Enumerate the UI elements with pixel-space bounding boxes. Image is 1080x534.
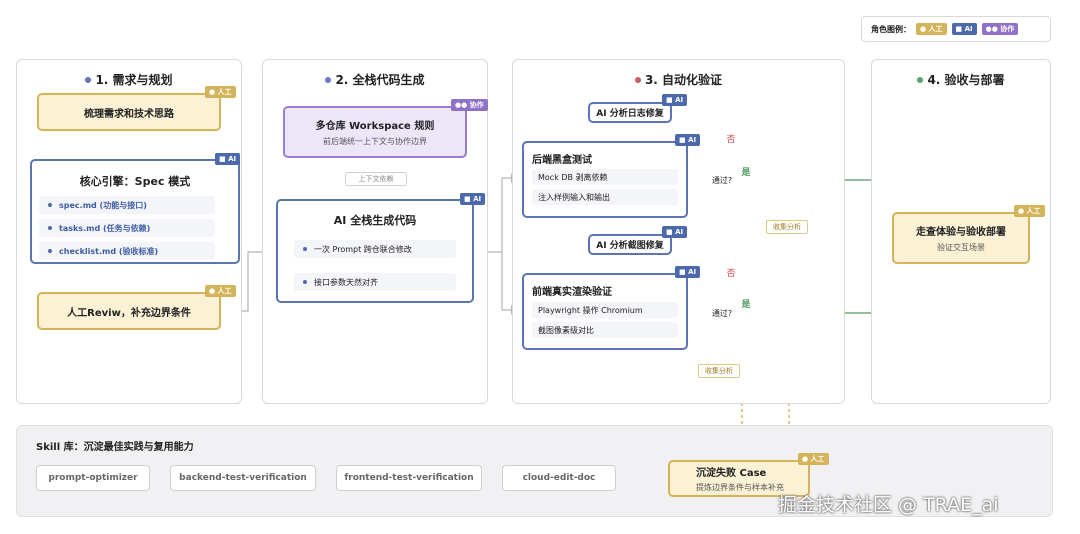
spec-item-checklist: checklist.md (验收标准) — [39, 242, 215, 260]
decision-pass-2: 通过? — [711, 308, 733, 318]
label-collect-analysis-1: 收集分析 — [766, 220, 808, 234]
skill-backend-test-verification[interactable]: backend-test-verification — [170, 465, 316, 491]
tag-human: ● 人工 — [205, 285, 236, 297]
tag-ai: ■ AI — [460, 193, 486, 205]
node-accept-sub: 验证交互场景 — [937, 243, 985, 252]
skill-frontend-test-verification[interactable]: frontend-test-verification — [336, 465, 482, 491]
tag-ai: ■ AI — [675, 266, 701, 278]
label-no-1: 否 — [726, 134, 736, 145]
tag-ai: ■ AI — [662, 94, 688, 106]
skill-prompt-optimizer[interactable]: prompt-optimizer — [36, 465, 150, 491]
tag-collab: ●● 协作 — [451, 99, 488, 111]
legend-human-tag: ● 人工 — [916, 23, 947, 35]
tag-ai: ■ AI — [675, 134, 701, 146]
tag-human: ● 人工 — [798, 453, 829, 465]
spec-item-tasks: tasks.md (任务与依赖) — [39, 219, 215, 237]
context-dependency-label: 上下文依赖 — [345, 172, 407, 186]
frontend-item-pixel: 截图像素级对比 — [532, 322, 678, 338]
node-spec-mode-title: 核心引擎：Spec 模式 — [79, 175, 191, 188]
legend-title: 角色图例： — [871, 24, 911, 34]
node-workspace-title: 多仓库 Workspace 规则 — [315, 121, 435, 132]
tag-human: ● 人工 — [205, 86, 236, 98]
legend-collab-tag: ●● 协作 — [981, 23, 1019, 35]
node-ai-log-fix[interactable]: AI 分析日志修复 — [588, 102, 672, 123]
tag-human: ● 人工 — [1014, 205, 1045, 217]
watermark-text: 掘金技术社区 @ TRAE_ai — [778, 494, 999, 516]
backend-item-inject: 注入样例输入和输出 — [532, 189, 678, 205]
node-workspace-rules[interactable]: 多仓库 Workspace 规则 前后端统一上下文与协作边界 — [283, 106, 467, 158]
node-log-fix-title: AI 分析日志修复 — [596, 109, 664, 119]
phase-title-2: 2. 全栈代码生成 — [262, 71, 488, 88]
legend-ai-tag: ■ AI — [951, 23, 977, 35]
label-yes-2: 是 — [741, 299, 751, 310]
tag-ai: ■ AI — [662, 226, 688, 238]
label-yes-1: 是 — [741, 167, 751, 178]
node-sort-requirements[interactable]: 梳理需求和技术思路 — [37, 93, 221, 131]
node-failure-case-sub: 提炼边界条件与样本补充 — [696, 483, 784, 492]
node-frontend-title: 前端真实渲染验证 — [532, 287, 612, 298]
node-workspace-sub: 前后端统一上下文与协作边界 — [323, 137, 427, 146]
gen-item-interface: 接口参数天然对齐 — [294, 273, 456, 291]
gen-item-prompt: 一次 Prompt 跨仓联合修改 — [294, 240, 456, 258]
frontend-item-playwright: Playwright 操作 Chromium — [532, 302, 678, 318]
phase-title-1: 1. 需求与规划 — [16, 71, 242, 88]
label-no-2: 否 — [726, 268, 736, 279]
node-ai-gen-title: AI 全栈生成代码 — [333, 214, 417, 227]
node-sort-requirements-title: 梳理需求和技术思路 — [84, 108, 174, 120]
spec-item-spec: spec.md (功能与接口) — [39, 196, 215, 214]
node-accept-title: 走查体验与验收部署 — [916, 227, 1006, 238]
backend-item-mock: Mock DB 剥离依赖 — [532, 169, 678, 185]
skill-cloud-edit-doc[interactable]: cloud-edit-doc — [502, 465, 616, 491]
skill-library-title: Skill 库：沉淀最佳实践与复用能力 — [36, 442, 194, 453]
label-collect-analysis-2: 收集分析 — [698, 364, 740, 378]
node-failure-case-title: 沉淀失败 Case — [696, 468, 767, 479]
node-failure-case[interactable]: 沉淀失败 Case 提炼边界条件与样本补充 — [668, 460, 810, 497]
decision-pass-1: 通过? — [711, 175, 733, 185]
node-ai-screenshot-fix[interactable]: AI 分析截图修复 — [588, 234, 672, 255]
phase-title-3: 3. 自动化验证 — [512, 71, 845, 88]
legend: 角色图例： ● 人工 ■ AI ●● 协作 — [861, 16, 1051, 42]
node-accept-deploy[interactable]: 走查体验与验收部署 验证交互场景 — [892, 212, 1030, 264]
node-shot-fix-title: AI 分析截图修复 — [596, 241, 664, 251]
node-backend-title: 后端黑盒测试 — [532, 155, 592, 166]
node-human-review-title: 人工Reviw，补充边界条件 — [67, 307, 191, 319]
node-human-review[interactable]: 人工Reviw，补充边界条件 — [37, 292, 221, 330]
phase-title-4: 4. 验收与部署 — [871, 71, 1051, 88]
tag-ai: ■ AI — [215, 153, 241, 165]
